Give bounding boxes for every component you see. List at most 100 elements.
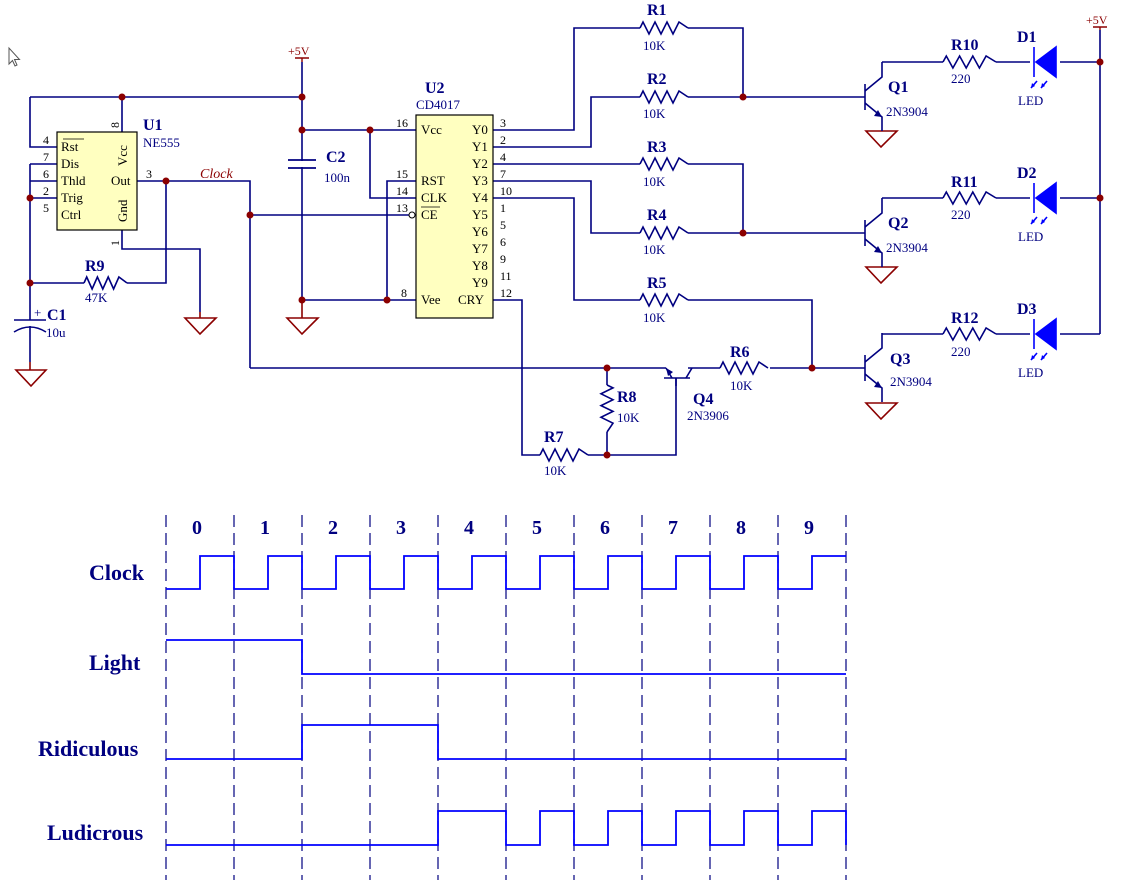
- u2-pin-label: Y0: [472, 122, 488, 137]
- svg-text:R2: R2: [647, 71, 667, 88]
- svg-text:C1: C1: [47, 307, 67, 324]
- svg-text:LED: LED: [1018, 365, 1043, 380]
- ground-symbol-icon: [285, 300, 320, 336]
- svg-text:Dis: Dis: [61, 156, 79, 171]
- ground-symbol-icon: [14, 362, 48, 388]
- svg-text:+: +: [34, 305, 41, 320]
- svg-text:R5: R5: [647, 275, 667, 292]
- svg-text:Vcc: Vcc: [421, 122, 442, 137]
- timing-column-label: 8: [736, 517, 746, 539]
- svg-text:10K: 10K: [730, 378, 753, 393]
- u2-pin-label: Y4: [472, 190, 488, 205]
- c1-capacitor: + C1 10u: [13, 305, 67, 340]
- ground-symbol-icon: [183, 312, 218, 336]
- svg-text:CLK: CLK: [421, 190, 448, 205]
- svg-text:4: 4: [43, 133, 49, 147]
- resistor-r11: R11 220: [942, 174, 997, 222]
- timing-column-label: 3: [396, 517, 406, 539]
- u2-pin-number: 9: [500, 252, 506, 266]
- u2-pin-number: 6: [500, 235, 506, 249]
- signal-trace-ludicrous: [166, 810, 847, 846]
- svg-text:R1: R1: [647, 2, 667, 19]
- power-symbol-icon: +5V: [288, 44, 310, 62]
- svg-text:10K: 10K: [643, 106, 666, 121]
- timing-column-label: 7: [668, 517, 678, 539]
- svg-text:R8: R8: [617, 389, 637, 406]
- timing-column-label: 5: [532, 517, 542, 539]
- u2-pin-label: CRY: [458, 292, 485, 307]
- svg-text:Gnd: Gnd: [115, 199, 130, 222]
- svg-text:Q3: Q3: [890, 351, 910, 368]
- u1-timer-chip: U1 NE555 4 7 6 2 5 Rst Dis Thld Trig Ctr…: [43, 117, 180, 246]
- u2-pin-label: Y6: [472, 224, 488, 239]
- c2-capacitor: C2 100n: [288, 149, 351, 185]
- mouse-cursor-icon: [8, 46, 21, 67]
- svg-text:Ctrl: Ctrl: [61, 207, 82, 222]
- signal-name-clock: Clock: [89, 560, 145, 585]
- svg-text:RST: RST: [421, 173, 445, 188]
- resistor-r2: R2 10K: [639, 71, 689, 121]
- svg-text:2: 2: [43, 184, 49, 198]
- svg-text:R12: R12: [951, 310, 979, 327]
- signal-trace-clock: [166, 555, 846, 590]
- signal-trace-light: [166, 639, 846, 675]
- timing-column-label: 6: [600, 517, 610, 539]
- svg-text:7: 7: [43, 150, 49, 164]
- svg-text:1: 1: [108, 240, 122, 246]
- svg-text:R11: R11: [951, 174, 978, 191]
- resistor-r5: R5 10K: [639, 275, 689, 325]
- svg-text:Q2: Q2: [888, 215, 908, 232]
- ground-symbol-icon: [864, 130, 899, 149]
- svg-text:R4: R4: [647, 207, 667, 224]
- svg-text:5: 5: [43, 201, 49, 215]
- u2-pin-number: 10: [500, 184, 512, 198]
- svg-text:Thld: Thld: [61, 173, 86, 188]
- svg-text:2N3904: 2N3904: [886, 104, 928, 119]
- svg-text:Rst: Rst: [61, 139, 79, 154]
- timing-column-label: 0: [192, 517, 202, 539]
- svg-text:13: 13: [396, 201, 408, 215]
- svg-text:Out: Out: [111, 173, 131, 188]
- svg-text:47K: 47K: [85, 290, 108, 305]
- clock-net-label: Clock: [200, 167, 233, 182]
- u2-pin-number: 12: [500, 286, 512, 300]
- u2-pin-label: Y3: [472, 173, 488, 188]
- svg-text:10K: 10K: [643, 310, 666, 325]
- u2-pin-label: Y2: [472, 156, 488, 171]
- power-symbol-icon: +5V: [1086, 13, 1108, 30]
- u2-pin-number: 7: [500, 167, 506, 181]
- svg-text:8: 8: [108, 122, 122, 128]
- u2-pin-number: 4: [500, 150, 506, 164]
- svg-text:Vee: Vee: [421, 292, 441, 307]
- svg-text:8: 8: [401, 286, 407, 300]
- timing-column-label: 4: [464, 517, 474, 539]
- svg-text:LED: LED: [1018, 93, 1043, 108]
- u2-pin-label: Y7: [472, 241, 488, 256]
- svg-text:2N3904: 2N3904: [886, 240, 928, 255]
- u2-pin-number: 2: [500, 133, 506, 147]
- svg-text:220: 220: [951, 207, 971, 222]
- svg-text:6: 6: [43, 167, 49, 181]
- svg-text:R6: R6: [730, 344, 750, 361]
- schematic-wires: [29, 27, 1101, 456]
- svg-text:100n: 100n: [324, 170, 351, 185]
- svg-text:15: 15: [396, 167, 408, 181]
- u2-pin-label: Y8: [472, 258, 488, 273]
- u2-pin-number: 1: [500, 201, 506, 215]
- svg-text:R9: R9: [85, 258, 105, 275]
- svg-text:LED: LED: [1018, 229, 1043, 244]
- svg-text:R3: R3: [647, 139, 667, 156]
- resistor-r6: R6 10K: [719, 344, 769, 393]
- u2-pin-label: Y1: [472, 139, 488, 154]
- u2-pin-label: Y9: [472, 275, 488, 290]
- svg-text:C2: C2: [326, 149, 346, 166]
- u2-counter-chip: U2 CD4017 Vcc RST CLK CE Vee 16 15 14 13…: [396, 80, 512, 319]
- svg-text:NE555: NE555: [143, 135, 180, 150]
